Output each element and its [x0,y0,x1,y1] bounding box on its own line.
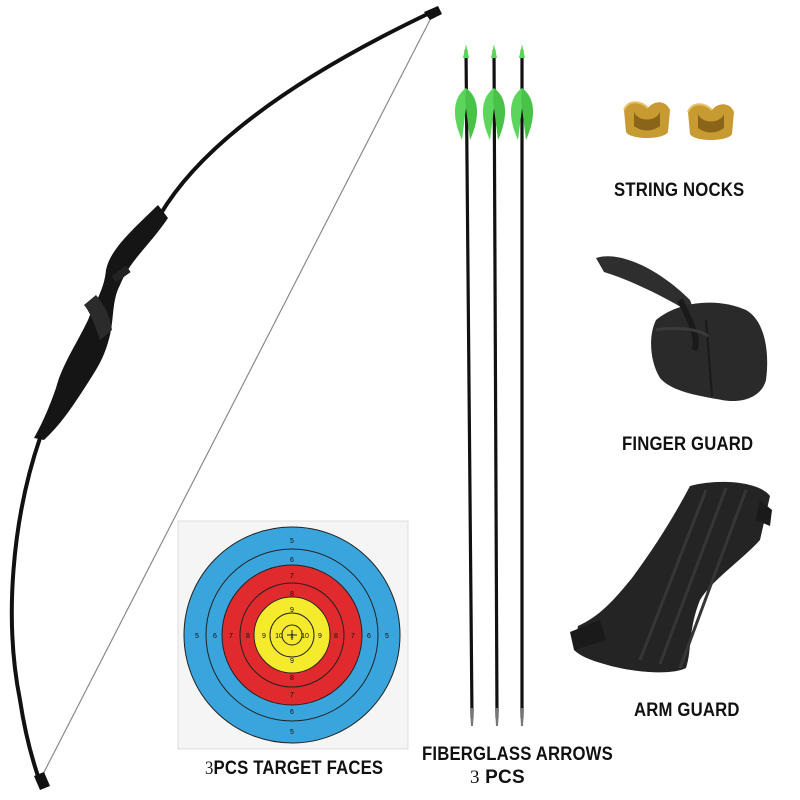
ring-label: 6 [367,633,371,640]
arm-guard-caption: ARM GUARD [634,700,740,721]
ring-label: 9 [290,658,294,665]
bow-upper-tip [424,6,442,20]
ring-label: 10 [275,633,283,640]
ring-label: 9 [290,607,294,614]
ring-label: 6 [290,709,294,716]
arrow-icon [454,44,478,726]
arrows-group [454,44,534,726]
arrow-icon [510,44,534,726]
ring-label: 8 [290,591,294,598]
target-count-number: 3 [205,758,214,779]
ring-label: 7 [290,692,294,699]
arm-guard-icon [570,481,772,673]
ring-label: 7 [351,633,355,640]
bow-lower-tip [34,772,50,790]
bow-upper-limb [158,8,438,217]
ring-label: 7 [229,633,233,640]
target-count-unit: PCS TARGET FACES [213,758,384,779]
ring-label: 5 [290,538,294,545]
string-nock-icon [623,101,670,138]
ring-label: 8 [334,633,338,640]
arrows-caption: FIBERGLASS ARROWS [422,744,613,765]
recurve-bow-icon [9,6,442,790]
ring-label: 8 [290,675,294,682]
arrows-count-caption: 3 PCS [470,767,525,789]
bow-shelf [111,265,131,283]
ring-label: X [290,634,294,640]
string-nocks-caption: STRING NOCKS [614,180,745,201]
bowstring [39,15,433,781]
ring-label: 5 [385,633,389,640]
target-faces-caption: 3PCS TARGET FACES [205,758,383,780]
arrows-count-unit: PCS [479,767,525,788]
ring-label: 6 [290,557,294,564]
ring-label: 6 [213,633,217,640]
ring-label: 9 [262,633,266,640]
finger-guard-caption: FINGER GUARD [622,434,754,455]
finger-guard-icon [596,256,768,402]
arrows-count-number: 3 [470,767,480,788]
arrow-icon [482,44,506,726]
bow-grip [84,295,112,340]
ring-label: 5 [290,729,294,736]
string-nock-icon [687,103,734,140]
ring-label: 10 [301,633,309,640]
ring-label: 5 [195,633,199,640]
ring-label: 9 [318,633,322,640]
ring-label: 8 [246,633,250,640]
target-face-icon: 5 6 7 8 9 9 8 7 6 5 5 6 7 8 9 10 X 10 9 … [177,520,409,750]
bow-lower-limb [9,436,42,784]
ring-label: 7 [290,573,294,580]
